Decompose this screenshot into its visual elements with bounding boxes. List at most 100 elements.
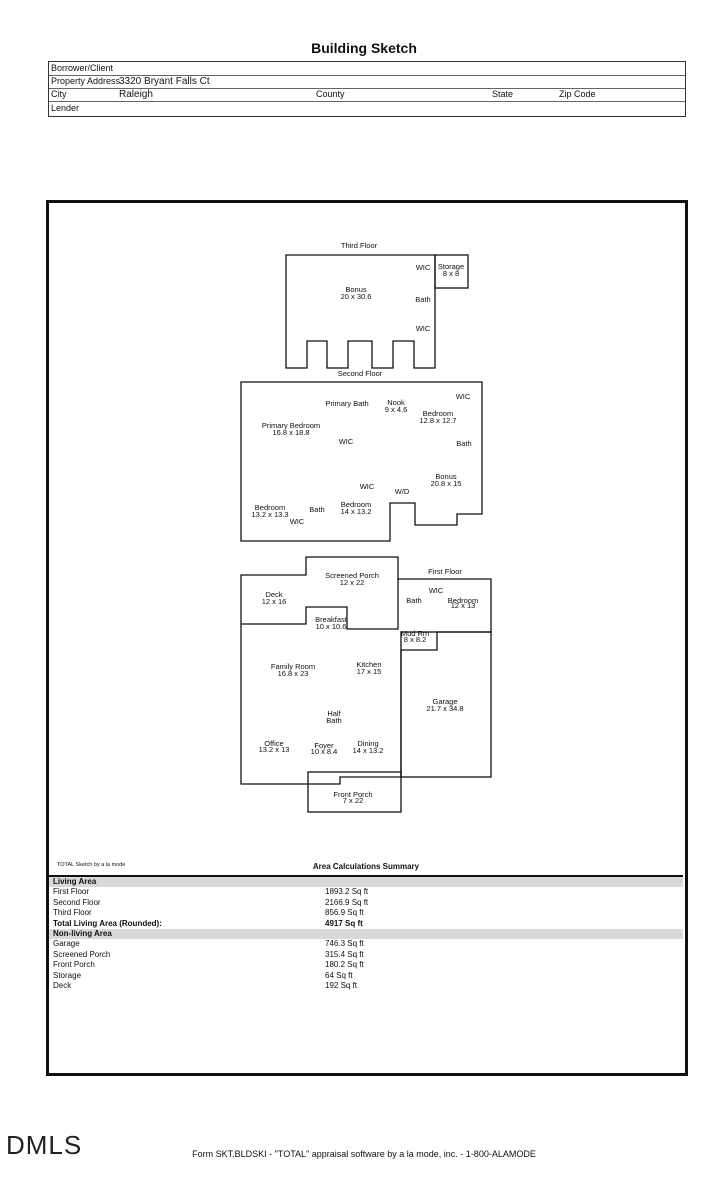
- room-bonus-3-name: Bonus: [345, 285, 367, 294]
- first-floor-outline: [240, 556, 492, 785]
- row-name: Front Porch: [53, 960, 95, 970]
- room-kitchen-name: Kitchen: [356, 660, 381, 669]
- room-bedroom-2b-name: Bedroom: [255, 503, 285, 512]
- borrower-label: Borrower/Client: [51, 63, 114, 73]
- row-value: 64 Sq ft: [325, 970, 353, 980]
- deck-divider: [241, 579, 399, 630]
- sketch-credit: TOTAL Sketch by a la mode: [57, 862, 126, 868]
- table-row: Garage 746.3 Sq ft: [49, 939, 683, 949]
- room-mud-dim: 8 x 8.2: [404, 635, 427, 644]
- room-bonus-2-dim: 20.8 x 15: [431, 479, 462, 488]
- address-row: Property Address 3320 Bryant Falls Ct: [49, 75, 685, 89]
- table-row: Storage 64 Sq ft: [49, 971, 683, 981]
- second-floor-outline: [240, 381, 483, 542]
- room-garage-name: Garage: [432, 697, 457, 706]
- floor-plan: Third Floor Second Floor First Floor Bon…: [240, 241, 492, 813]
- room-bedroom-1-name: Bedroom: [448, 596, 478, 605]
- room-bedroom-2b-dim: 13.2 x 13.3: [251, 510, 288, 519]
- room-office-dim: 13.2 x 13: [259, 745, 290, 754]
- room-nook-name: Nook: [387, 398, 405, 407]
- room-bedroom-2a-name: Bedroom: [423, 409, 453, 418]
- form-footer: Form SKT.BLDSKI - "TOTAL" appraisal soft…: [192, 1149, 536, 1159]
- room-wic-2b: WIC: [339, 437, 354, 446]
- row-value: 856.9 Sq ft: [325, 908, 364, 918]
- second-floor-label: Second Floor: [338, 369, 383, 378]
- state-label: State: [492, 89, 514, 99]
- summary-title: Area Calculations Summary: [312, 862, 420, 871]
- room-bedroom-1-dim: 12 x 13: [451, 601, 476, 610]
- property-info-box: Borrower/Client Property Address 3320 Br…: [48, 61, 686, 117]
- borrower-row: Borrower/Client: [49, 62, 685, 76]
- table-row: Second Floor 2166.9 Sq ft: [49, 898, 683, 908]
- table-row: First Floor 1893.2 Sq ft: [49, 887, 683, 897]
- city-label: City: [51, 89, 67, 99]
- room-wd: W/D: [395, 487, 410, 496]
- address-label: Property Address: [51, 76, 121, 86]
- room-storage-name: Storage: [438, 262, 464, 271]
- row-name: Third Floor: [53, 908, 92, 918]
- room-dining-dim: 14 x 13.2: [353, 746, 384, 755]
- nonliving-area-header-label: Non-living Area: [53, 928, 112, 938]
- room-breakfast-name: Breakfast: [315, 615, 348, 624]
- page-title: Building Sketch: [311, 40, 417, 56]
- row-name: Second Floor: [53, 897, 101, 907]
- nonliving-area-header: Non-living Area: [49, 928, 683, 940]
- room-bath-2b: Bath: [309, 505, 324, 514]
- row-value: 315.4 Sq ft: [325, 949, 364, 959]
- room-bonus-3-dim: 20 x 30.6: [341, 292, 372, 301]
- room-front-porch-name: Front Porch: [333, 790, 372, 799]
- room-bath-2a: Bath: [456, 439, 471, 448]
- row-value: 180.2 Sq ft: [325, 960, 364, 970]
- living-area-header-label: Living Area: [53, 877, 97, 886]
- table-row: Third Floor 856.9 Sq ft: [49, 908, 683, 918]
- table-row: Screened Porch 315.4 Sq ft: [49, 950, 683, 960]
- room-bedroom-2c-dim: 14 x 13.2: [341, 507, 372, 516]
- county-label: County: [316, 89, 345, 99]
- city-value: Raleigh: [119, 89, 153, 100]
- room-nook-dim: 9 x 4.6: [385, 405, 408, 414]
- room-half-bath-1: Half: [327, 709, 341, 718]
- total-living-value: 4917 Sq ft: [325, 918, 363, 928]
- dmls-logo: DMLS: [6, 1130, 83, 1160]
- room-bedroom-2c-name: Bedroom: [341, 500, 371, 509]
- room-foyer-name: Foyer: [314, 741, 334, 750]
- room-primary-bedroom-dim: 16.8 x 18.8: [272, 428, 309, 437]
- table-row: Front Porch 180.2 Sq ft: [49, 960, 683, 970]
- front-porch-outline: [307, 771, 402, 813]
- room-bonus-2-name: Bonus: [435, 472, 457, 481]
- room-wic-3b: WIC: [416, 324, 431, 333]
- room-primary-bath: Primary Bath: [325, 399, 368, 408]
- room-kitchen-dim: 17 x 15: [357, 667, 382, 676]
- room-storage-dim: 8 x 8: [443, 269, 459, 278]
- room-mud-name: Mud Rm: [401, 629, 429, 638]
- area-summary-table: Living Area First Floor 1893.2 Sq ft Sec…: [49, 875, 683, 991]
- row-name: Deck: [53, 980, 72, 990]
- row-name: Screened Porch: [53, 949, 111, 959]
- room-half-bath-2: Bath: [326, 716, 341, 725]
- room-deck-name: Deck: [265, 590, 282, 599]
- address-value: 3320 Bryant Falls Ct: [119, 76, 210, 87]
- row-value: 1893.2 Sq ft: [325, 887, 369, 897]
- total-living-label: Total Living Area (Rounded):: [53, 918, 162, 928]
- room-bath-3: Bath: [415, 295, 430, 304]
- storage-outline: [434, 254, 469, 289]
- room-screened-porch-dim: 12 x 22: [340, 578, 365, 587]
- room-wic-2a: WIC: [456, 392, 471, 401]
- room-garage-dim: 21.7 x 34.8: [426, 704, 463, 713]
- table-row: Deck 192 Sq ft: [49, 981, 683, 991]
- lender-row: Lender: [49, 102, 685, 115]
- room-foyer-dim: 10 x 8.4: [311, 747, 338, 756]
- room-wic-3a: WIC: [416, 263, 431, 272]
- row-value: 2166.9 Sq ft: [325, 897, 369, 907]
- first-floor-label: First Floor: [428, 567, 462, 576]
- row-name: Storage: [53, 970, 82, 980]
- room-wic-2c: WIC: [360, 482, 375, 491]
- city-row: City Raleigh County State Zip Code: [49, 88, 685, 102]
- room-family-dim: 16.8 x 23: [278, 669, 309, 678]
- zip-label: Zip Code: [559, 89, 596, 99]
- room-primary-bedroom-name: Primary Bedroom: [262, 421, 320, 430]
- third-floor-outline: [285, 254, 436, 369]
- row-name: Garage: [53, 939, 80, 949]
- room-wic-2d: WIC: [290, 517, 305, 526]
- third-floor-label: Third Floor: [341, 241, 378, 250]
